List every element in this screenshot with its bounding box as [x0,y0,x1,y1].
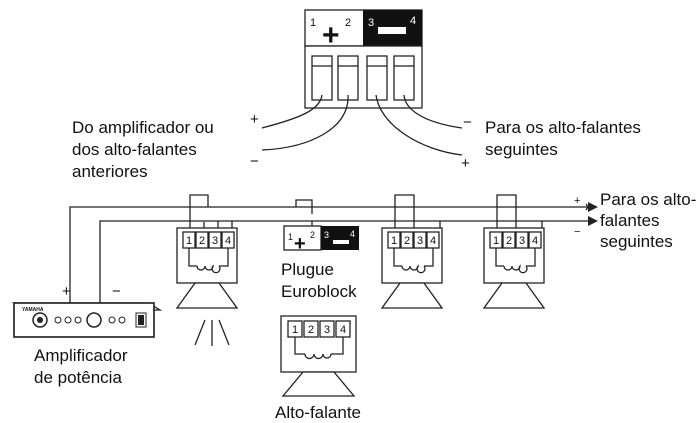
to-label: Para os alto-falantes seguintes [485,118,641,159]
plug-minus-bar [333,240,349,244]
amp-plus-label: + [62,283,71,300]
from-label-line-1: Do amplificador ou [72,118,214,137]
speaker-legend-label: Alto-falante [275,403,361,422]
plug-t1: 1 [288,232,293,242]
plug-label-line-2: Euroblock [281,282,357,301]
euroblock-connector-large: 1 + 2 3 4 [304,9,423,109]
chain-right-label: Para os alto- falantes seguintes [600,190,696,251]
plug-t3: 3 [324,230,329,240]
amp-label-line-2: de potência [34,368,122,387]
legend-speaker: 1 2 3 4 [280,315,357,397]
legend-t1: 1 [292,324,298,336]
from-label: Do amplificador ou dos alto-falantes ant… [72,118,214,181]
plug-t4: 4 [350,229,355,239]
euroblock-plug-small: 1 + 2 3 4 [283,225,359,255]
spk1-t1: 1 [186,235,192,247]
legend-t4: 4 [340,324,346,336]
spk3-t3: 3 [519,235,525,247]
spk2-t2: 2 [404,235,410,247]
plug-label: Plugue Euroblock [281,260,357,301]
legend-t3: 3 [324,324,330,336]
minus-left-label: − [250,153,259,170]
terminal-slots [311,55,415,101]
spk1-t4: 4 [225,235,231,247]
detail-wires [261,94,463,156]
minus-bar [378,27,406,34]
plug-t2: 2 [310,230,315,240]
plug-label-line-1: Plugue [281,260,334,279]
spk1-t3: 3 [212,235,218,247]
plug-plus: + [294,233,306,255]
chain-plus-label: + [574,195,580,207]
speaker-3: 1 2 3 4 [482,227,546,309]
amp-brand-label: YAMAHA [22,307,44,313]
spk2-t3: 3 [417,235,423,247]
sound-lines-icon [194,319,230,346]
plus-right-label: + [461,155,470,172]
power-amplifier-icon [11,302,163,338]
minus-right-label: − [463,114,472,131]
chain-label-line-3: seguintes [600,232,673,251]
spk3-t2: 2 [506,235,512,247]
plus-left-label: + [250,111,259,128]
spk3-t1: 1 [493,235,499,247]
from-label-line-3: anteriores [72,162,148,181]
terminal-3-label: 3 [368,17,374,29]
chain-wires [69,194,598,305]
speaker-2: 1 2 3 4 [380,227,444,309]
to-label-line-2: seguintes [485,140,558,159]
spk2-t1: 1 [391,235,397,247]
chain-minus-label: − [574,226,580,238]
plus-sign-label: + [322,19,340,52]
amplifier-label: Amplificador de potência [34,346,128,387]
terminal-1-label: 1 [310,17,316,29]
from-label-line-2: dos alto-falantes [72,140,197,159]
terminal-2-label: 2 [345,17,351,29]
spk1-t2: 2 [199,235,205,247]
spk3-t4: 4 [532,235,538,247]
chain-label-line-1: Para os alto- [600,190,696,209]
spk2-t4: 4 [430,235,436,247]
legend-t2: 2 [308,324,314,336]
amp-label-line-1: Amplificador [34,346,128,365]
to-label-line-1: Para os alto-falantes [485,118,641,137]
chain-label-line-2: falantes [600,211,660,230]
speaker-1: 1 2 3 4 [175,227,239,309]
terminal-4-label: 4 [410,15,416,27]
amp-minus-label: − [112,283,121,300]
